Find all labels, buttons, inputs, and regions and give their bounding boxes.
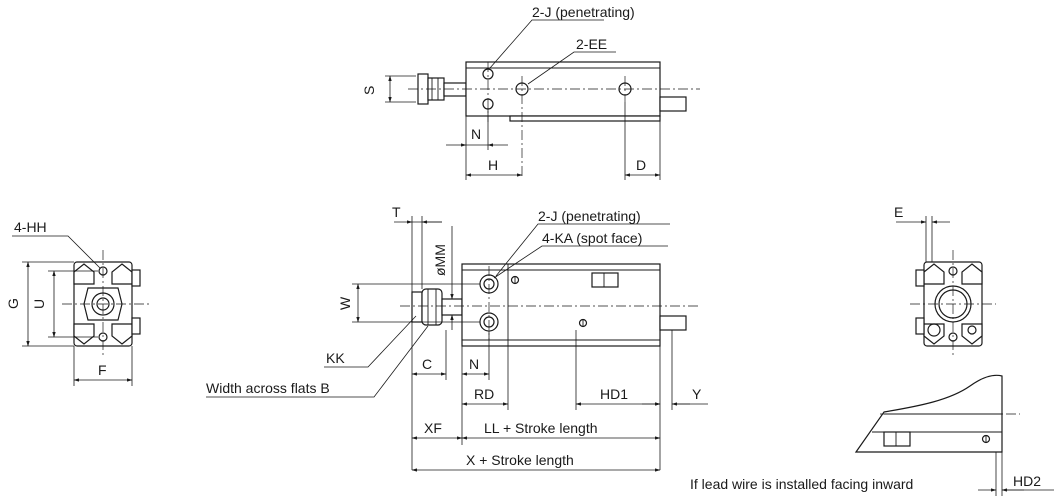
front-switch-1 <box>591 272 619 288</box>
top-piston-rod <box>443 82 467 97</box>
label-ee: 2-EE <box>576 36 607 52</box>
front-rod-nut <box>411 291 423 323</box>
right-end-switch-screw-2 <box>967 325 977 335</box>
front-view <box>206 216 708 472</box>
label-ll: LL + Stroke length <box>484 420 598 436</box>
right-end-switch-screw-1 <box>927 323 941 337</box>
front-switch-tail <box>659 315 687 331</box>
right-end-view <box>896 216 996 358</box>
label-hd2: HD2 <box>1013 473 1041 489</box>
left-end-tab-1 <box>131 269 141 287</box>
front-piston-rod <box>441 298 463 316</box>
label-h: H <box>488 157 498 173</box>
right-end-tab-2 <box>915 317 925 335</box>
top-view <box>385 19 700 180</box>
label-j-penetrating-top: 2-J (penetrating) <box>532 4 635 20</box>
label-mm: øMM <box>432 244 448 276</box>
top-switch-tail <box>659 96 687 112</box>
label-rd: RD <box>474 386 494 402</box>
front-cylinder-body <box>461 263 661 347</box>
top-sensor-rail <box>509 115 661 122</box>
label-y: Y <box>692 386 702 402</box>
label-t: T <box>392 204 401 220</box>
label-hh: 4-HH <box>14 219 47 235</box>
label-n-front: N <box>469 356 479 372</box>
label-d: D <box>636 157 646 173</box>
right-end-tab-1 <box>915 269 925 287</box>
label-g: G <box>5 298 21 309</box>
label-c: C <box>422 356 432 372</box>
label-xf: XF <box>424 420 442 436</box>
left-end-tab-2 <box>131 317 141 335</box>
label-w: W <box>337 296 353 310</box>
label-s: S <box>361 86 377 95</box>
label-kk: KK <box>326 350 345 366</box>
label-ka: 4-KA (spot face) <box>542 230 642 246</box>
label-n-top: N <box>471 126 481 142</box>
label-lead-wire-note: If lead wire is installed facing inward <box>690 476 913 492</box>
label-f: F <box>98 362 107 378</box>
lead-wire-detail-view <box>854 374 1054 496</box>
detail-switch <box>883 431 911 447</box>
label-width-across-flats: Width across flats B <box>206 380 330 396</box>
front-rod-end-hex <box>421 288 443 326</box>
left-end-view <box>12 235 150 386</box>
label-e: E <box>894 204 903 220</box>
label-hd1: HD1 <box>600 386 628 402</box>
label-u: U <box>31 299 47 309</box>
label-x: X + Stroke length <box>466 452 574 468</box>
label-j-penetrating-front: 2-J (penetrating) <box>538 208 641 224</box>
